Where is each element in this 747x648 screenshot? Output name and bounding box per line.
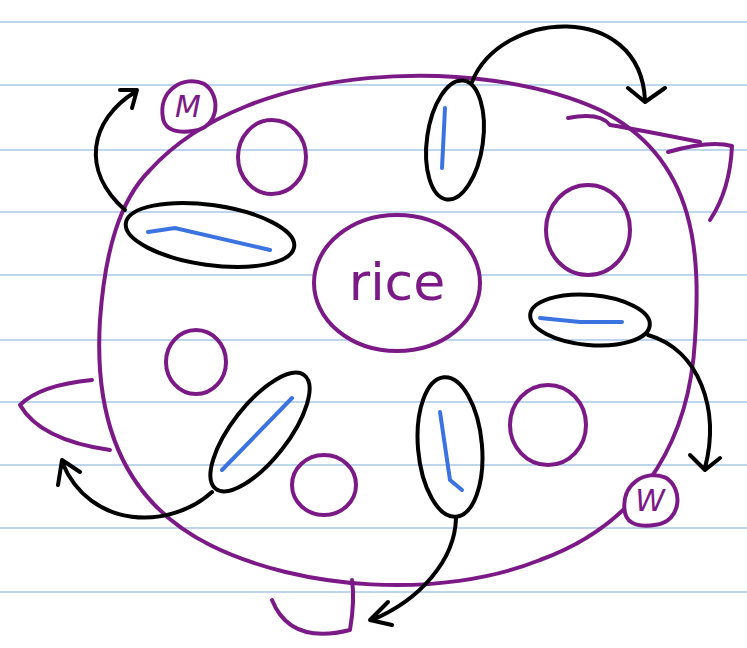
vesicle (419, 77, 491, 204)
outline-path (624, 475, 677, 526)
outer-blob: M (157, 78, 219, 134)
export-arrow (472, 26, 665, 102)
outer-blob: W (619, 472, 681, 528)
export-arrow (58, 460, 212, 518)
small-organelle (510, 385, 586, 465)
nucleus-circle: rice (311, 212, 483, 354)
small-organelle (292, 455, 356, 515)
node-label: M (175, 90, 201, 123)
node-label: W (635, 484, 665, 517)
node-label: rice (349, 254, 445, 311)
vesicle (412, 374, 488, 519)
small-organelle (238, 120, 306, 194)
export-arrow (648, 335, 720, 470)
vesicle-cargo (440, 412, 462, 490)
outer-squiggle (272, 580, 353, 634)
outer-squiggle (20, 380, 110, 450)
export-arrow (370, 518, 456, 625)
small-organelle (166, 330, 226, 394)
vesicle-cargo (540, 318, 622, 322)
outline-path (314, 215, 480, 351)
vesicle-cargo (442, 108, 445, 168)
vesicle-cargo (148, 228, 270, 250)
small-organelle (546, 185, 630, 275)
outer-squiggle (668, 144, 732, 220)
vesicle (194, 358, 327, 506)
outline-path (162, 81, 215, 132)
vesicle (122, 193, 299, 276)
vesicle-cargo (222, 398, 292, 470)
paper-lines (0, 22, 747, 592)
vesicle (528, 290, 652, 350)
outer-squiggle (568, 116, 700, 142)
export-arrow (96, 90, 137, 210)
